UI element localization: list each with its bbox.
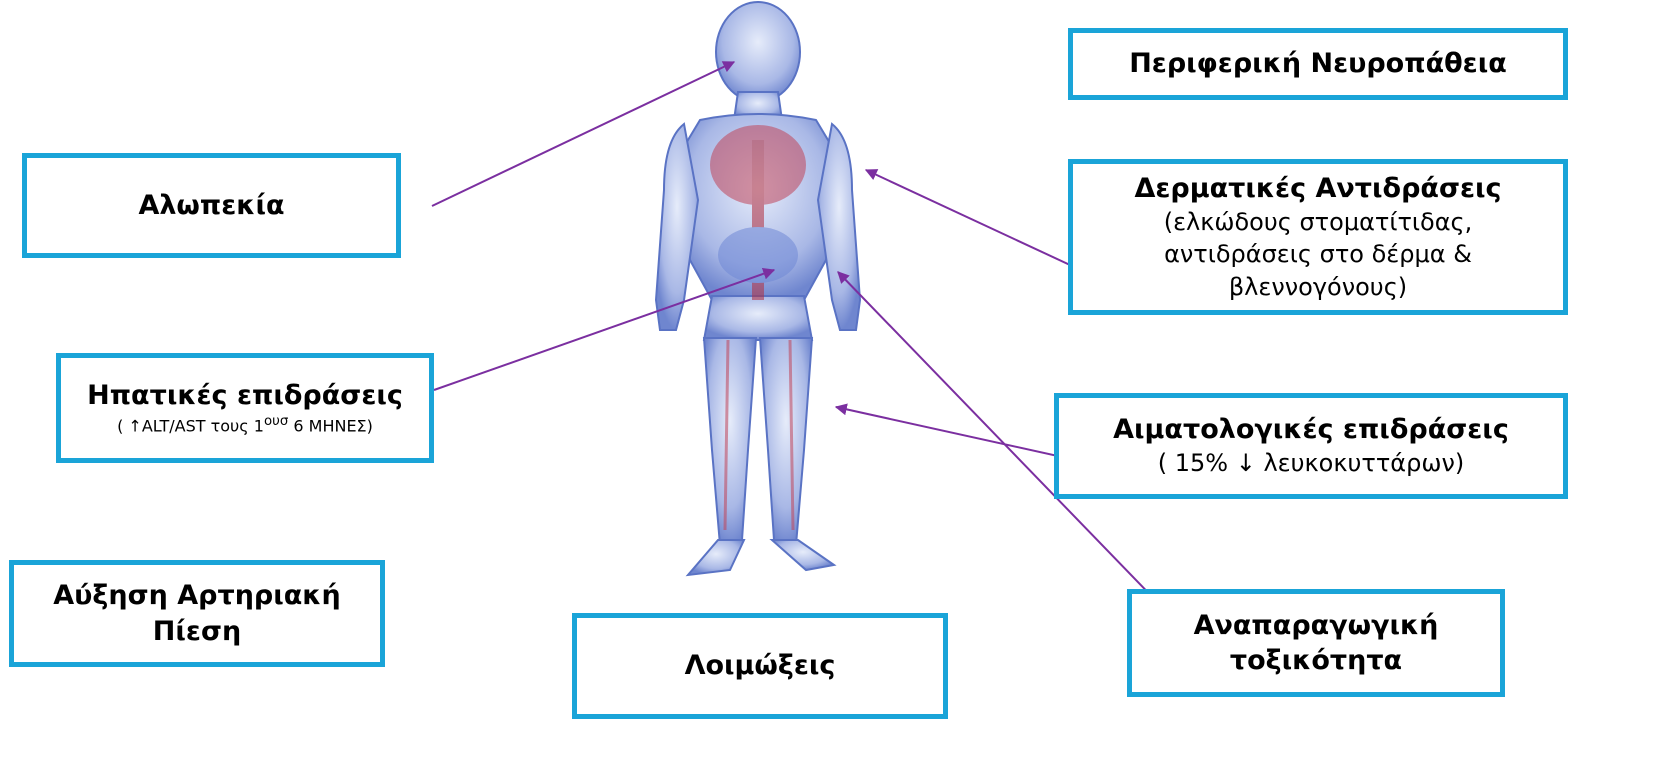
blood-pressure-title: Αύξηση Αρτηριακή Πίεση — [14, 578, 380, 648]
liver-detail-arrow: ↑ — [128, 417, 141, 436]
liver-detail-rest: ALT/AST τους 1 — [142, 417, 264, 436]
infections-box: Λοιμώξεις — [572, 613, 948, 719]
hematologic-title: Αιματολογικές επιδράσεις — [1113, 412, 1509, 447]
dermatologic-detail: (ελκώδους στοματίτιδας, αντιδράσεις στο … — [1138, 206, 1498, 303]
reproductive-box: Αναπαραγωγική τοξικότητα — [1127, 589, 1505, 697]
blood-pressure-box: Αύξηση Αρτηριακή Πίεση — [9, 560, 385, 667]
left-foot — [688, 540, 744, 575]
liver-effects-box: Ηπατικές επιδράσεις ( ↑ALT/AST τους 1ουσ… — [56, 353, 434, 463]
liver-detail-end: 6 ΜΗΝΕΣ) — [288, 417, 373, 436]
head — [716, 2, 800, 102]
right-foot — [772, 540, 834, 570]
pelvis — [704, 296, 812, 340]
right-leg — [760, 338, 812, 545]
liver-effects-detail: ( ↑ALT/AST τους 1ουσ 6 ΜΗΝΕΣ) — [117, 413, 373, 437]
neuropathy-title: Περιφερική Νευροπάθεια — [1129, 46, 1507, 81]
neuropathy-box: Περιφερική Νευροπάθεια — [1068, 28, 1568, 100]
dermatologic-box: Δερματικές Αντιδράσεις (ελκώδους στοματί… — [1068, 159, 1568, 315]
liver-effects-title: Ηπατικές επιδράσεις — [87, 378, 403, 413]
hematologic-box: Αιματολογικές επιδράσεις ( 15% ↓ λευκοκυ… — [1054, 393, 1568, 499]
dermatologic-title: Δερματικές Αντιδράσεις — [1134, 171, 1501, 206]
hematologic-detail: ( 15% ↓ λευκοκυττάρων) — [1158, 447, 1464, 479]
alopecia-title: Αλωπεκία — [138, 188, 284, 223]
infections-title: Λοιμώξεις — [685, 648, 836, 683]
liver-detail-open: ( — [117, 417, 123, 436]
reproductive-title: Αναπαραγωγική τοξικότητα — [1186, 608, 1446, 678]
alopecia-box: Αλωπεκία — [22, 153, 401, 258]
left-leg — [704, 338, 756, 545]
liver-detail-sup: ουσ — [264, 414, 288, 429]
